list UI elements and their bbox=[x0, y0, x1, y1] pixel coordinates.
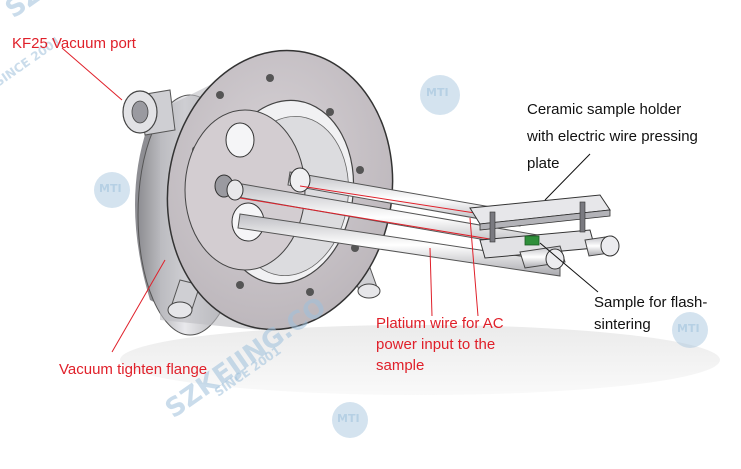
watermark-mti-4: MTI bbox=[337, 412, 360, 425]
flash-sintering-sample bbox=[524, 235, 540, 246]
callout-lines bbox=[61, 47, 599, 353]
watermark-logos bbox=[94, 75, 708, 438]
floor-shadow bbox=[120, 325, 720, 395]
watermark-mti-2: MTI bbox=[99, 182, 122, 195]
label-vacuum-tighten-flange: Vacuum tighten flange bbox=[59, 361, 208, 378]
label-ceramic-sample-holder: Ceramic sample holder with electric wire… bbox=[527, 101, 698, 172]
label-kf25-vacuum-port: KF25 Vacuum port bbox=[12, 35, 136, 52]
watermark-mti-3: MTI bbox=[677, 322, 700, 335]
kf25-port bbox=[122, 89, 176, 136]
ceramic-sample-holder bbox=[469, 194, 611, 259]
holder-end-rods bbox=[519, 235, 620, 270]
electrode-rod-lower bbox=[237, 213, 561, 277]
label-platinum-wire: Platium wire for AC power input to the s… bbox=[376, 315, 504, 374]
label-sample-flash-sintering: Sample for flash- sintering bbox=[594, 294, 708, 333]
watermark-mti-1: MTI bbox=[426, 86, 449, 99]
